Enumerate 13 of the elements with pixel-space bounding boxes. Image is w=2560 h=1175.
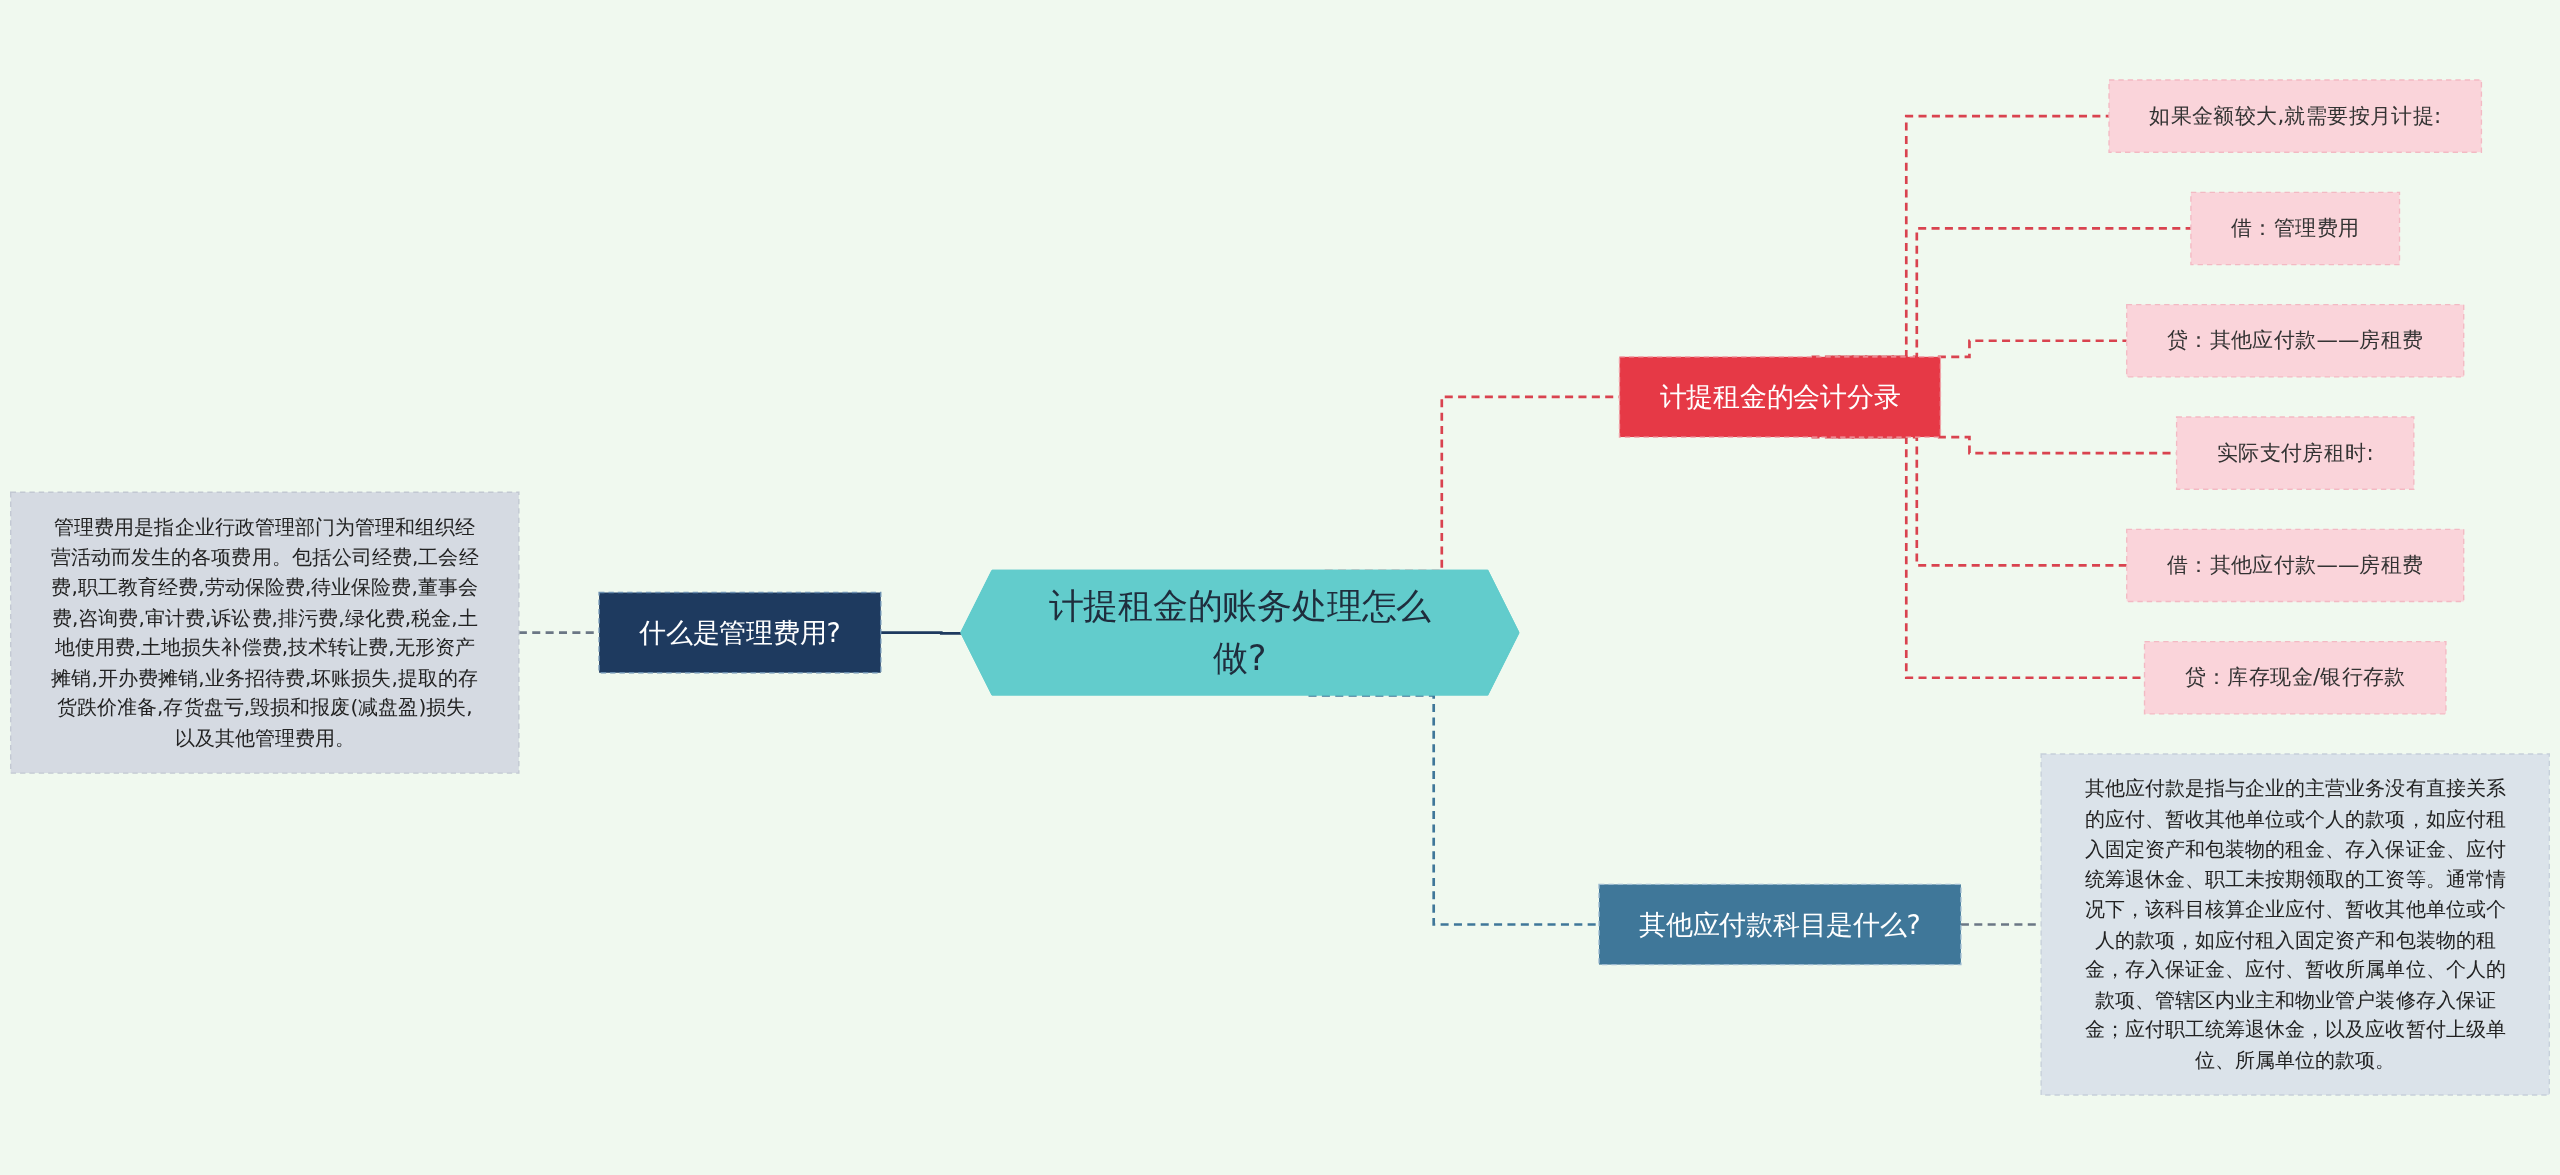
node-box: 实际支付房租时: — [2175, 416, 2415, 490]
node-box: 管理费用是指企业行政管理部门为管理和组织经营活动而发生的各项费用。包括公司经费,工会经费,职工教育经费,劳动保险费,待业保险费,董事会费,咨询费,审计费,诉讼费,排污费,绿化费,税金,土地使用费,土地损失补偿费,技术转让费,无形资产摊销,开办费摊销,业务招待费,坏账损失,提取的存货跌价准备,存货盘亏,毁损和报废(减盘盈)损失,以及其他管理费用。 — [10, 491, 520, 774]
node-box: 什么是管理费用? — [598, 591, 882, 674]
node-box: 如果金额较大,就需要按月计提: — [2108, 79, 2483, 153]
node-box: 贷：库存现金/银行存款 — [2143, 641, 2447, 715]
connector — [1308, 694, 1599, 926]
node-box: 借：其他应付款——房租费 — [2126, 528, 2465, 603]
node-box: 计提租金的会计分录 — [1618, 356, 1942, 438]
node-box: 贷：其他应付款——房租费 — [2126, 304, 2465, 378]
node-box: 借：管理费用 — [2190, 191, 2401, 266]
node-box: 其他应付款是指与企业的主营业务没有直接关系的应付、暂收其他单位或个人的款项，如应付租入固定资产和包装物的租金、存入保证金、应付统筹退休金、职工未按期领取的工资等。通常情况下，该科目核算企业应付、暂收其他单位或个人的款项，如应付租入固定资产和包装物的租金，存入保证金、应付、暂收所属单位、个人的款项、管辖区内业主和物业管户装修存入保证金；应付职工统筹退休金，以及应收暂付上级单位、所属单位的款项。 — [2040, 753, 2550, 1096]
connector — [880, 631, 962, 635]
node-box: 其他应付款科目是什么? — [1598, 883, 1962, 966]
